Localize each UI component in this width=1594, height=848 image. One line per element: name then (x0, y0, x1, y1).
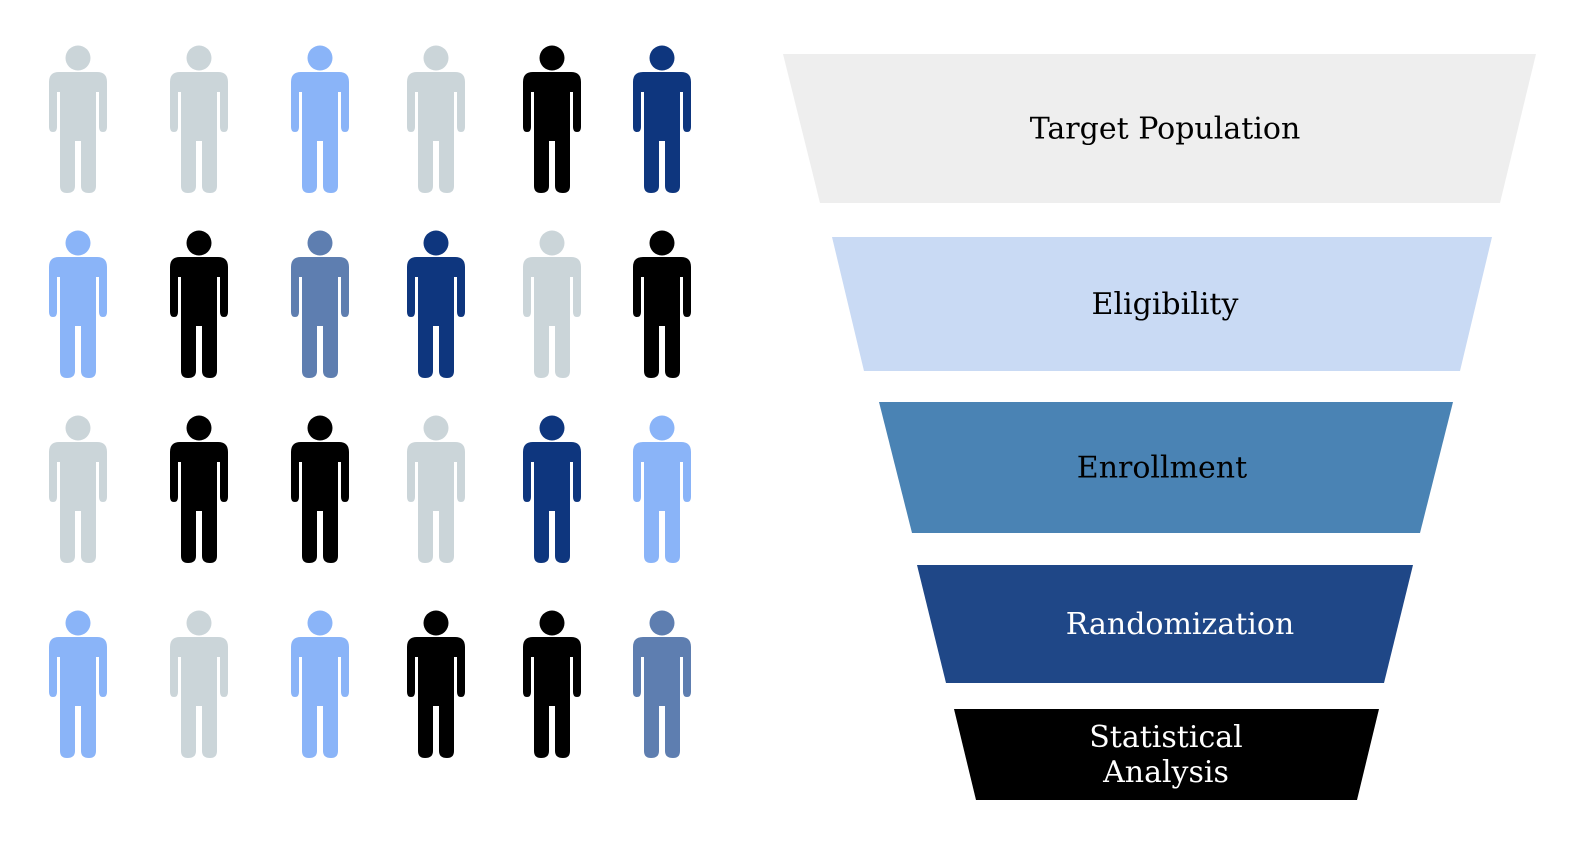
person-icon (291, 610, 349, 758)
person-icon (291, 45, 349, 193)
person-icon (49, 45, 107, 193)
funnel-stage: Eligibility (832, 237, 1492, 371)
funnel-stage-label: Eligibility (1092, 287, 1239, 322)
person-icon (291, 415, 349, 563)
person-icon (407, 415, 465, 563)
person-icon (170, 415, 228, 563)
funnel-stage: Enrollment (879, 402, 1453, 533)
funnel-stage-shape (917, 565, 1413, 683)
people-grid (49, 45, 691, 758)
person-icon (633, 610, 691, 758)
person-icon (49, 610, 107, 758)
person-icon (170, 45, 228, 193)
person-icon (407, 45, 465, 193)
funnel-stage: Target Population (783, 54, 1536, 203)
person-icon (523, 610, 581, 758)
funnel: Target PopulationEligibilityEnrollmentRa… (783, 54, 1536, 800)
person-icon (523, 415, 581, 563)
person-icon (49, 230, 107, 378)
person-icon (407, 610, 465, 758)
funnel-stage-label: Enrollment (1077, 451, 1247, 486)
person-icon (633, 45, 691, 193)
funnel-stage-shape (832, 237, 1492, 371)
funnel-stage: Randomization (917, 565, 1413, 683)
person-icon (291, 230, 349, 378)
person-icon (633, 415, 691, 563)
person-icon (170, 610, 228, 758)
funnel-stage-shape (783, 54, 1536, 203)
funnel-stage-label: Target Population (1030, 112, 1301, 147)
person-icon (523, 45, 581, 193)
person-icon (523, 230, 581, 378)
funnel-stage-shape (954, 709, 1379, 800)
funnel-stage-label: Randomization (1066, 607, 1295, 642)
person-icon (170, 230, 228, 378)
person-icon (633, 230, 691, 378)
person-icon (407, 230, 465, 378)
person-icon (49, 415, 107, 563)
funnel-stage-shape (879, 402, 1453, 533)
